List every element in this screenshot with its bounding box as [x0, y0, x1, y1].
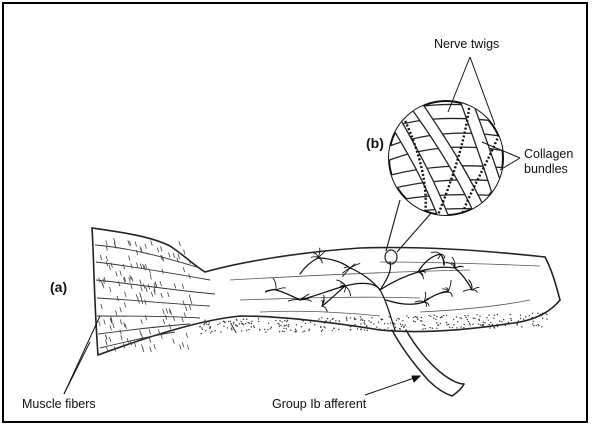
- label-bundles: bundles: [524, 163, 568, 177]
- group-ib-afferent-nerve: [392, 330, 464, 396]
- nerve-twig-fringe: [265, 248, 479, 312]
- label-nerve-twigs: Nerve twigs: [434, 38, 499, 52]
- striation-ticks: [99, 238, 192, 352]
- label-collagen: Collagen: [524, 148, 573, 162]
- label-muscle-fibers: Muscle fibers: [22, 398, 96, 412]
- inset-magnified-view: [380, 100, 520, 222]
- label-a: (a): [50, 280, 67, 295]
- label-group-ib-afferent: Group Ib afferent: [272, 398, 366, 412]
- muscle-fiber-striations: [95, 245, 215, 348]
- tendon-collagen-lines: [230, 262, 540, 316]
- label-b: (b): [366, 136, 384, 151]
